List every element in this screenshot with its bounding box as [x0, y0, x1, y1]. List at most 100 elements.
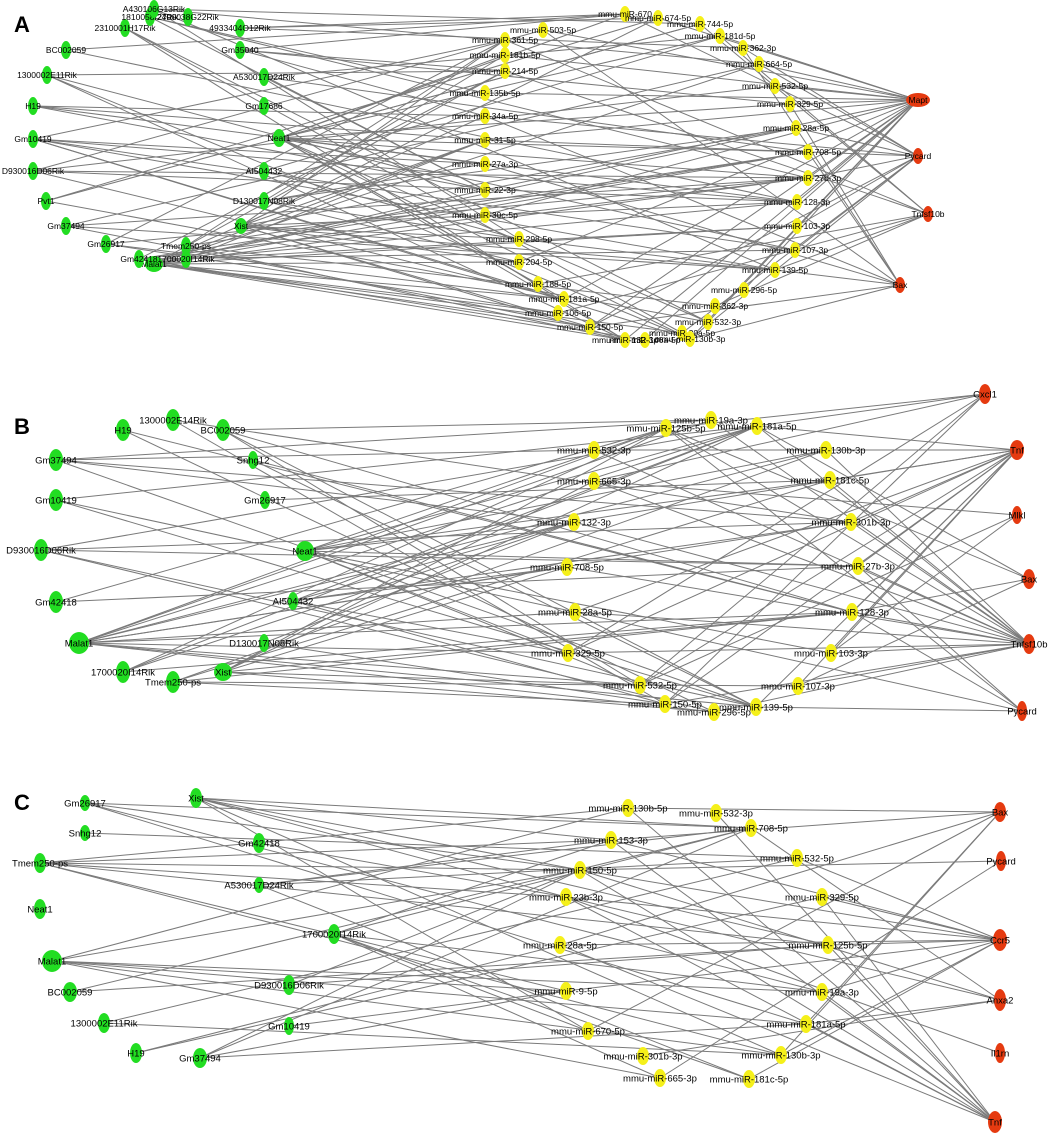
- lncrna-marker: [145, 256, 163, 272]
- mirna-marker: [852, 557, 864, 575]
- mirna-node-mmu-mir-153-3p: mmu-miR-153-3p: [574, 831, 648, 849]
- interaction-edge: [222, 671, 641, 686]
- mirna-node-mmu-mir-214-5p: mmu-miR-214-5p: [472, 63, 538, 79]
- interaction-edge: [851, 611, 1023, 712]
- mirna-node-mmu-mir-181c-5p: mmu-miR-181c-5p: [791, 471, 870, 489]
- mirna-node-mmu-mir-132-3p: mmu-miR-132-3p: [592, 332, 658, 348]
- mirna-marker: [480, 108, 490, 124]
- interaction-edge: [78, 611, 853, 644]
- interaction-edge: [805, 999, 1001, 1025]
- lncrna-node-h19: H19: [114, 419, 132, 441]
- interaction-edge: [239, 13, 626, 29]
- mirna-marker: [803, 144, 813, 160]
- mrna-node-il1rn: Il1rn: [991, 1043, 1009, 1063]
- mirna-node-mmu-mir-19a-3p: mmu-miR-19a-3p: [674, 411, 748, 429]
- mrna-node-ccr5: Ccr5: [990, 929, 1010, 951]
- mirna-label: mmu-miR-708-5p: [530, 562, 604, 573]
- lncrna-label: Xist: [215, 667, 231, 678]
- interaction-edge: [795, 127, 919, 157]
- lncrna-marker: [235, 218, 247, 234]
- lncrna-node-xist: Xist: [214, 663, 232, 681]
- interaction-edge: [40, 425, 758, 551]
- mirna-marker: [745, 819, 757, 837]
- lncrna-label: Xist: [188, 793, 204, 804]
- mirna-label: mmu-miR-23b-3p: [529, 892, 603, 903]
- interaction-edge: [78, 427, 667, 644]
- interaction-edge: [185, 139, 486, 260]
- mirna-label: mmu-miR-146a-5p: [610, 335, 681, 345]
- mirna-label: mmu-miR-28a-5p: [523, 940, 597, 951]
- mirna-label: mmu-miR-27b-3p: [821, 561, 895, 572]
- mrna-label: Tnf: [1010, 445, 1024, 456]
- lncrna-node-snhg12: Snhg12: [237, 451, 269, 469]
- interaction-edge: [857, 565, 1023, 712]
- lncrna-node-a530017d24rik: A530017D24Rik: [233, 68, 296, 86]
- lncrna-label: Gm37494: [35, 455, 77, 466]
- mirna-node-mmu-mir-665-3p: mmu-miR-665-3p: [623, 1069, 697, 1087]
- lncrna-node-pvt1: Pvt1: [37, 192, 55, 210]
- mirna-label: mmu-miR-296-5p: [677, 707, 751, 718]
- interaction-edge: [240, 17, 659, 227]
- lncrna-node-malat1: Malat1: [141, 256, 167, 272]
- lncrna-label: H19: [25, 101, 41, 111]
- interaction-edge: [195, 797, 782, 1056]
- mirna-node-mmu-mir-181a-5p: mmu-miR-181a-5p: [766, 1015, 846, 1033]
- interaction-edge: [46, 74, 626, 341]
- lncrna-node-bc002059: BC002059: [201, 419, 245, 441]
- mirna-label: mmu-miR-214-5p: [472, 66, 538, 76]
- interaction-edge: [758, 63, 919, 101]
- lncrna-node-neat1: Neat1: [27, 899, 53, 919]
- mirna-marker: [803, 170, 813, 186]
- interaction-edge: [566, 566, 1030, 645]
- lncrna-marker: [41, 192, 51, 210]
- lncrna-node-gm37494: Gm37494: [179, 1048, 221, 1068]
- lncrna-node-gm37494: Gm37494: [35, 449, 77, 471]
- lncrna-label: 1700020I14Rik: [91, 667, 155, 678]
- interaction-edge: [610, 839, 1001, 941]
- lncrna-label: Xist: [234, 221, 249, 231]
- mirna-label: mmu-miR-150-5p: [557, 322, 623, 332]
- interaction-edge: [639, 514, 1018, 686]
- interaction-edge: [797, 578, 1030, 687]
- lncrna-node-neat1: Neat1: [292, 541, 318, 561]
- interaction-edge: [797, 643, 1030, 687]
- mirna-label: mmu-miR-532-5p: [603, 680, 677, 691]
- interaction-edge: [45, 200, 709, 323]
- lncrna-marker: [130, 1043, 142, 1063]
- mrna-marker: [994, 989, 1006, 1011]
- mirna-label: mmu-miR-181c-5p: [791, 475, 870, 486]
- interaction-edge: [222, 427, 667, 673]
- mrna-marker: [1012, 506, 1022, 524]
- mirna-node-mmu-mir-532-5p: mmu-miR-532-5p: [742, 78, 808, 94]
- lncrna-marker: [49, 449, 63, 471]
- interaction-edge: [263, 521, 575, 644]
- lncrna-label: 1300002E11Rik: [17, 70, 78, 80]
- lncrna-marker: [183, 8, 193, 26]
- interaction-edge: [138, 151, 809, 260]
- mrna-marker: [993, 929, 1007, 951]
- interaction-edge: [185, 245, 626, 341]
- mirna-marker: [754, 56, 764, 72]
- lncrna-node-gm17686: Gm17686: [245, 97, 283, 115]
- lncrna-node-gm26917: Gm26917: [64, 795, 106, 811]
- lncrna-marker: [42, 66, 52, 84]
- mirna-node-mmu-mir-150-5p: mmu-miR-150-5p: [628, 695, 702, 713]
- interaction-edge: [789, 103, 901, 286]
- mirna-label: mmu-miR-532-3p: [557, 445, 631, 456]
- mirna-label: mmu-miR-329-5p: [531, 648, 605, 659]
- interaction-edge: [263, 35, 721, 78]
- mrna-node-bax: Bax: [992, 802, 1008, 822]
- lncrna-marker: [98, 1013, 110, 1033]
- lncrna-label: 4933404O12Rik: [209, 23, 271, 33]
- mirna-marker: [792, 194, 802, 210]
- interaction-edge: [589, 284, 901, 328]
- interaction-edge: [263, 642, 666, 705]
- mirna-node-mmu-mir-130b-3p: mmu-miR-130b-3p: [741, 1046, 821, 1064]
- interaction-edge: [263, 127, 797, 202]
- mirna-label: mmu-miR-19a-3p: [785, 987, 859, 998]
- lncrna-node-gm37494: Gm37494: [47, 217, 85, 235]
- interaction-edge: [239, 49, 506, 72]
- mirna-marker: [739, 282, 749, 298]
- lncrna-marker: [28, 162, 38, 180]
- interaction-edge: [796, 857, 1001, 941]
